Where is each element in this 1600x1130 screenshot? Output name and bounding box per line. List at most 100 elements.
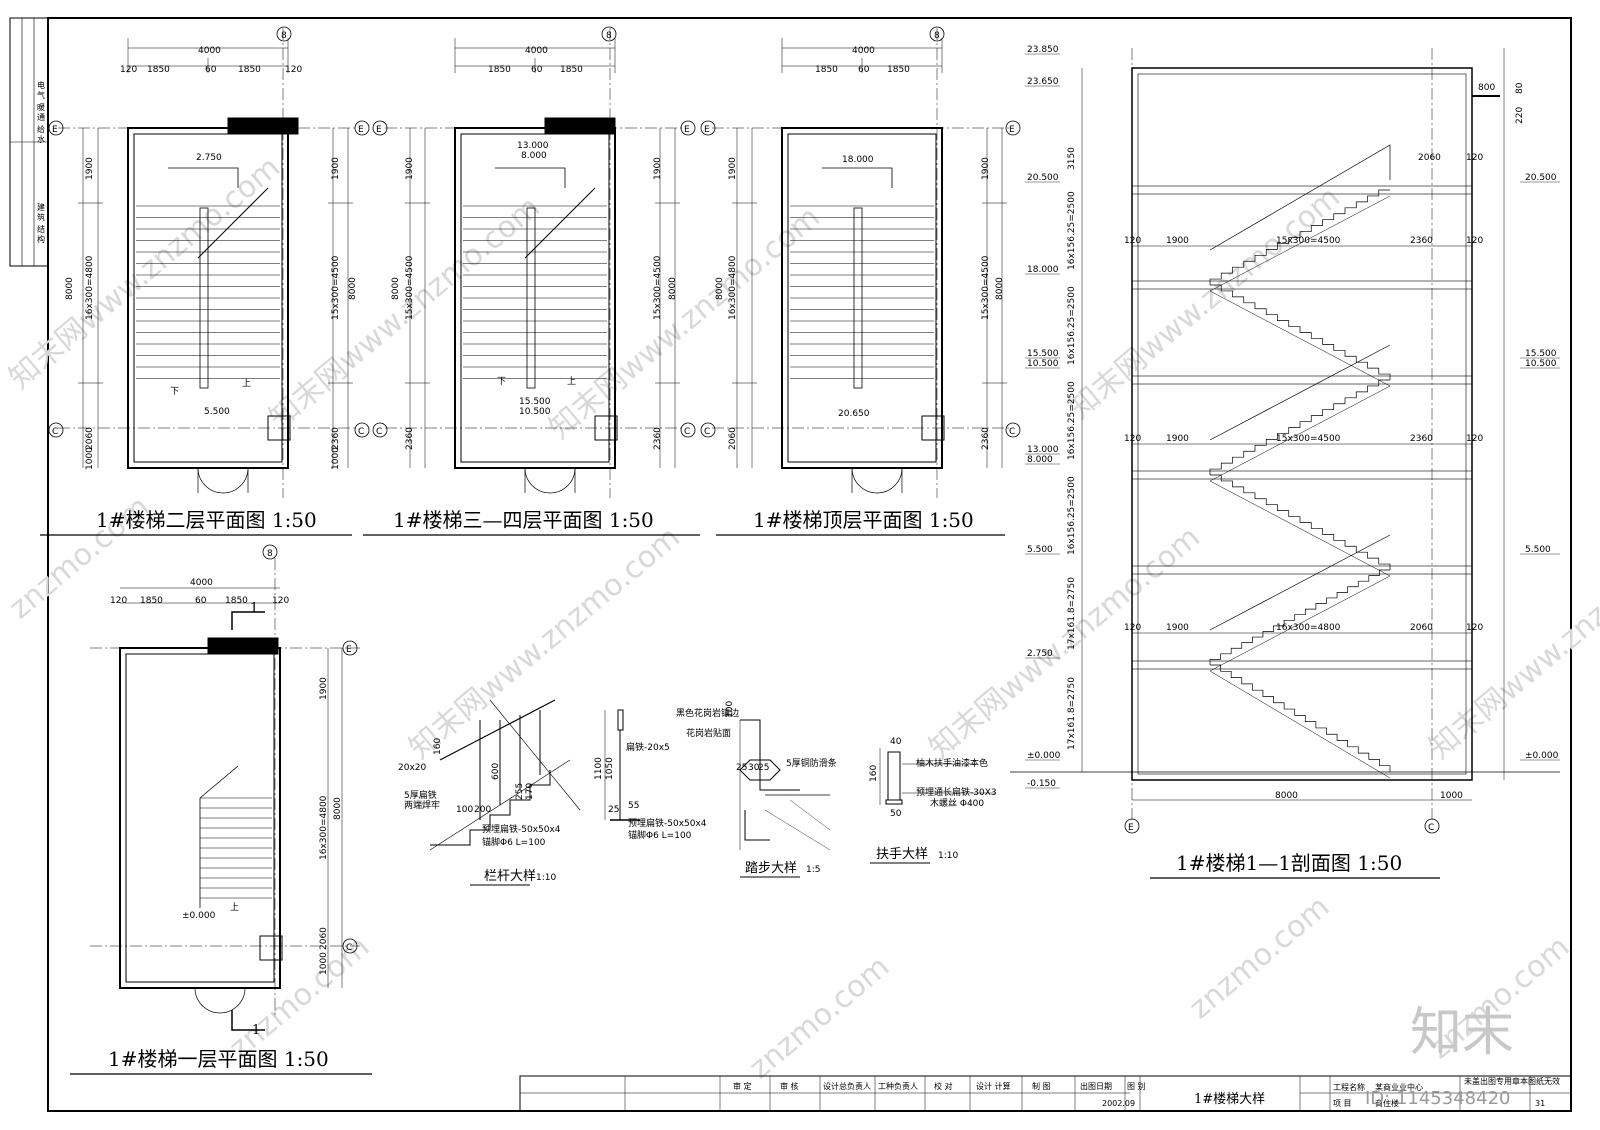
svg-text:给: 给 [37, 124, 45, 134]
svg-text:通: 通 [37, 112, 45, 122]
svg-text:预埋扁铁-50x50x4: 预埋扁铁-50x50x4 [482, 823, 561, 835]
plan2-dims: 4000 1850 60 1850 120 120 1900 8000 16x3… [65, 46, 358, 470]
section-title: 1#楼梯1—1剖面图 1:50 [1176, 851, 1402, 875]
svg-text:120: 120 [285, 65, 302, 75]
floor-slab [1131, 660, 1473, 670]
svg-text:10.500: 10.500 [1027, 359, 1059, 369]
floor-slab [1131, 280, 1473, 290]
plantop-dims: 4000 1850 60 1850 1900 8000 16x300=4800 … [715, 46, 1005, 450]
svg-text:60: 60 [531, 65, 543, 75]
svg-text:1850: 1850 [488, 65, 511, 75]
floor-slab [1131, 375, 1473, 385]
svg-text:2002.09: 2002.09 [1102, 1099, 1135, 1108]
svg-text:15.500: 15.500 [1525, 349, 1557, 359]
svg-text:15x300=4500: 15x300=4500 [405, 255, 415, 320]
svg-text:1050: 1050 [605, 757, 615, 780]
svg-text:知末网www.znzmo.com: 知末网www.znzmo.com [923, 520, 1207, 766]
railing-detail: 20x20 5厚扁铁 两端焊牢 预埋扁铁-50x50x4 锚脚Φ6 L=100 … [398, 699, 581, 851]
svg-text:5厚扁铁: 5厚扁铁 [404, 789, 437, 801]
svg-text:2360: 2360 [981, 427, 991, 450]
svg-text:15x300=4500: 15x300=4500 [1276, 236, 1341, 246]
svg-text:31: 31 [1535, 1099, 1545, 1108]
svg-text:下: 下 [170, 387, 179, 397]
svg-text:znzmo.com: znzmo.com [743, 949, 897, 1086]
grid-label: 8 [934, 31, 940, 41]
svg-text:16x156.25=2500: 16x156.25=2500 [1067, 286, 1077, 365]
svg-text:1850: 1850 [140, 596, 163, 606]
svg-text:800: 800 [1478, 83, 1495, 93]
svg-text:16x156.25=2500: 16x156.25=2500 [1067, 476, 1077, 555]
svg-text:2360: 2360 [1410, 434, 1433, 444]
svg-text:工种负责人: 工种负责人 [878, 1081, 918, 1091]
section-dims-left: 315016x156.25=250016x156.25=250016x156.2… [1067, 68, 1083, 772]
svg-text:8000: 8000 [995, 277, 1005, 300]
svg-text:4000: 4000 [190, 578, 213, 588]
svg-text:锚脚Φ6 L=100: 锚脚Φ6 L=100 [482, 836, 546, 848]
svg-text:知末网www.znzmo.com: 知末网www.znzmo.com [3, 150, 287, 396]
svg-text:设计 计算: 设计 计算 [976, 1081, 1011, 1091]
stair-flight [1209, 569, 1390, 665]
svg-text:10.500: 10.500 [519, 407, 551, 417]
svg-text:8.000: 8.000 [1027, 455, 1053, 465]
svg-text:23.650: 23.650 [1027, 77, 1059, 87]
svg-text:8000: 8000 [715, 277, 725, 300]
svg-text:4000: 4000 [852, 46, 875, 56]
svg-text:120: 120 [1124, 434, 1141, 444]
svg-text:5厚铜防滑条: 5厚铜防滑条 [786, 757, 837, 769]
svg-text:60: 60 [195, 596, 207, 606]
svg-text:160: 160 [869, 765, 879, 782]
svg-text:4000: 4000 [525, 46, 548, 56]
svg-text:商住楼: 商住楼 [1375, 1098, 1399, 1108]
stair-flight [1210, 474, 1391, 570]
svg-text:10.500: 10.500 [1525, 359, 1557, 369]
left-strip-text: 电 气 暖 通 给 水 建 筑 结 构 [37, 80, 45, 244]
svg-text:上: 上 [242, 378, 251, 389]
plan1-title: 1#楼梯一层平面图 1:50 [108, 1047, 329, 1071]
railing-elevation: 扁铁-20x5 预埋扁铁-50x50x4 锚脚Φ6 L=100 1100 105… [594, 709, 707, 841]
svg-text:1:10: 1:10 [536, 873, 556, 883]
svg-text:17x161.8=2750: 17x161.8=2750 [1067, 577, 1077, 650]
svg-text:知末网www.znzmo.com: 知末网www.znzmo.com [543, 200, 827, 446]
svg-text:16x156.25=2500: 16x156.25=2500 [1067, 381, 1077, 460]
svg-text:15.500: 15.500 [519, 397, 551, 407]
svg-text:20.650: 20.650 [838, 409, 870, 419]
svg-text:项 目: 项 目 [1333, 1099, 1352, 1108]
svg-text:16x300=4800: 16x300=4800 [85, 255, 95, 320]
grid-label: 8 [606, 31, 612, 41]
floor-slab [1131, 565, 1473, 575]
svg-text:2360: 2360 [653, 427, 663, 450]
watermarks: 知末网www.znzmo.com 知末网www.znzmo.com 知末网www… [3, 150, 1600, 1086]
stair-flight [1210, 664, 1391, 772]
svg-text:8000: 8000 [391, 277, 401, 300]
grid-label: C [1009, 427, 1015, 437]
plan-third-fourth-floor: 13.000 8.000 15.500 10.500 下 上 [384, 27, 686, 499]
svg-text:2060: 2060 [319, 927, 329, 950]
svg-text:-0.150: -0.150 [1027, 779, 1056, 789]
svg-text:1850: 1850 [225, 596, 248, 606]
plan-top-floor: 18.000 20.650 [711, 27, 1013, 499]
svg-text:8.000: 8.000 [521, 151, 547, 161]
svg-text:1850: 1850 [238, 65, 261, 75]
svg-text:120: 120 [1466, 236, 1483, 246]
handrail-detail: 40 160 50 柚木扶手油漆本色 预埋通长扁铁-30X3 木螺丝 Φ400 [869, 737, 997, 819]
svg-text:花岗岩贴面: 花岗岩贴面 [686, 727, 731, 739]
svg-text:2.750: 2.750 [1027, 649, 1053, 659]
svg-text:柚木扶手油漆本色: 柚木扶手油漆本色 [916, 757, 988, 769]
railing-title: 栏杆大样 [484, 869, 536, 884]
section-level-labels-left: 23.85023.65020.50018.00015.50010.50013.0… [1025, 45, 1061, 789]
svg-text:25: 25 [608, 805, 619, 815]
svg-text:2060: 2060 [1418, 153, 1441, 163]
svg-text:上: 上 [230, 902, 239, 913]
step-title: 踏步大样 [745, 861, 797, 876]
svg-text:2060: 2060 [728, 427, 738, 450]
svg-text:8000: 8000 [1275, 791, 1298, 801]
svg-text:1000: 1000 [1440, 791, 1463, 801]
grid-label: E [684, 125, 690, 135]
svg-text:筑: 筑 [37, 212, 45, 222]
svg-text:1000: 1000 [319, 952, 329, 975]
svg-text:1900: 1900 [1166, 434, 1189, 444]
svg-text:120: 120 [1124, 236, 1141, 246]
